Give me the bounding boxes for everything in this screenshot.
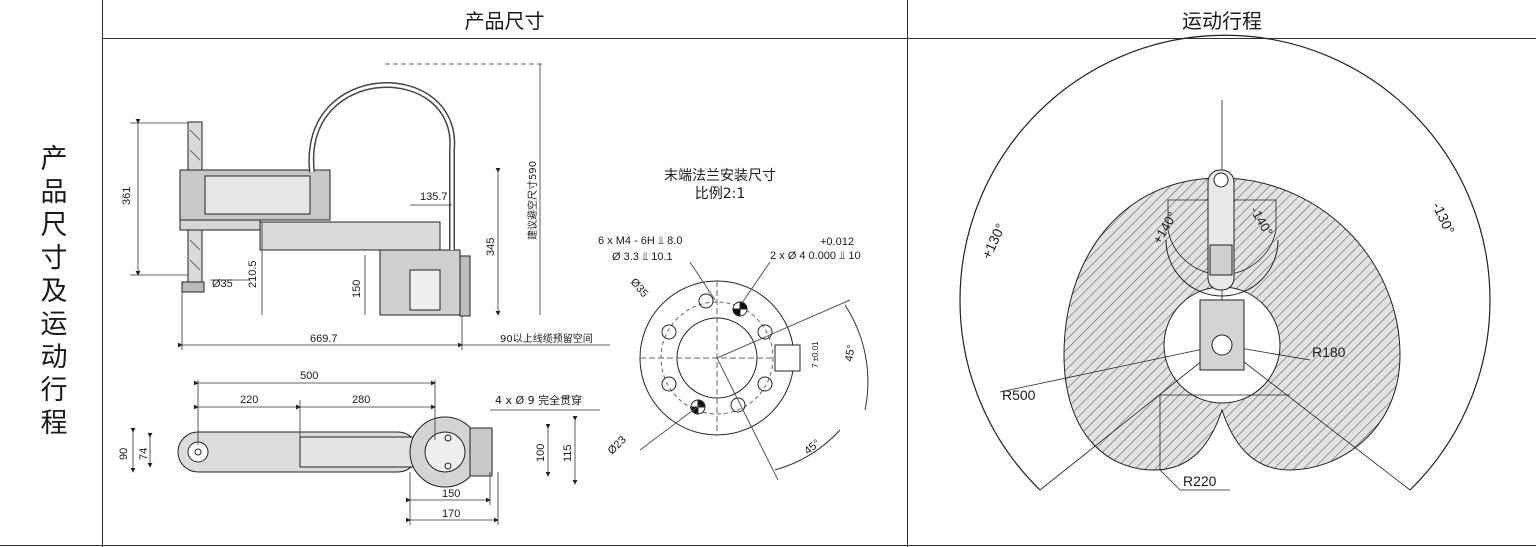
dim-74: 74 — [138, 448, 150, 460]
flange-dia-23: Ø23 — [606, 434, 629, 457]
thread-spec-2: Ø 3.3 ⫫ 10.1 — [612, 251, 673, 263]
dim-361: 361 — [121, 187, 133, 205]
dim-100: 100 — [535, 444, 547, 462]
outer-arc — [959, 34, 1491, 491]
dim-669-7: 669.7 — [310, 333, 338, 345]
cable-reserve-label: 90以上线缆预留空间 — [500, 332, 593, 345]
row-label-text: 产品尺寸及运动行程 — [35, 144, 67, 441]
thread-spec-1: 6 x M4 - 6H ⫫ 8.0 — [598, 235, 682, 247]
angle-pos-130: +130° — [978, 221, 1008, 261]
side-second-arm — [259, 221, 441, 251]
dim-345: 345 — [485, 238, 497, 256]
dim-150-top: 150 — [442, 488, 460, 500]
header-dimensions: 产品尺寸 — [464, 8, 545, 33]
dim-90: 90 — [118, 448, 130, 460]
dim-280: 280 — [352, 394, 370, 406]
table-border-mid-col — [907, 0, 908, 547]
dim-500: 500 — [300, 370, 318, 382]
pin-spec: 2 x Ø 4 0.000 ⫫ 10 — [770, 250, 861, 262]
table-border-header — [102, 38, 1536, 39]
dim-135-7: 135.7 — [420, 191, 448, 203]
dim-170: 170 — [442, 508, 460, 520]
dim-210-5: 210.5 — [247, 260, 259, 288]
angle-neg-130: -130° — [1429, 200, 1458, 237]
header-motion-range: 运动行程 — [1182, 8, 1262, 33]
table-border-bottom — [0, 545, 1536, 546]
dim-150-side: 150 — [351, 280, 363, 298]
flange-title: 末端法兰安装尺寸 — [664, 168, 776, 184]
pin-tolerance: +0.012 — [820, 236, 854, 248]
radius-220: R220 — [1183, 473, 1217, 489]
motion-range — [959, 34, 1491, 491]
flange-scale: 比例2:1 — [695, 186, 746, 202]
dim-220: 220 — [240, 394, 258, 406]
flange-dim-7: 7 ±0.01 — [811, 341, 820, 368]
flange-view — [639, 261, 869, 481]
flange-dia-35: Ø35 — [628, 276, 651, 300]
dim-115: 115 — [562, 444, 574, 462]
cable-space-label: 建议避空尺寸590 — [526, 161, 539, 240]
through-holes-label: 4 x Ø 9 完全贯穿 — [495, 393, 582, 407]
radius-180: R180 — [1312, 344, 1346, 360]
shaft-diameter: Ø35 — [212, 278, 233, 290]
flange-angle-45b: 45° — [802, 437, 822, 457]
flange-angle-45a: 45° — [843, 344, 858, 362]
row-label: 产品尺寸及运动行程 — [0, 40, 102, 545]
side-view — [179, 82, 471, 317]
top-view — [177, 416, 493, 488]
radius-500: R500 — [1002, 387, 1036, 403]
table-border-left-col — [102, 0, 103, 547]
